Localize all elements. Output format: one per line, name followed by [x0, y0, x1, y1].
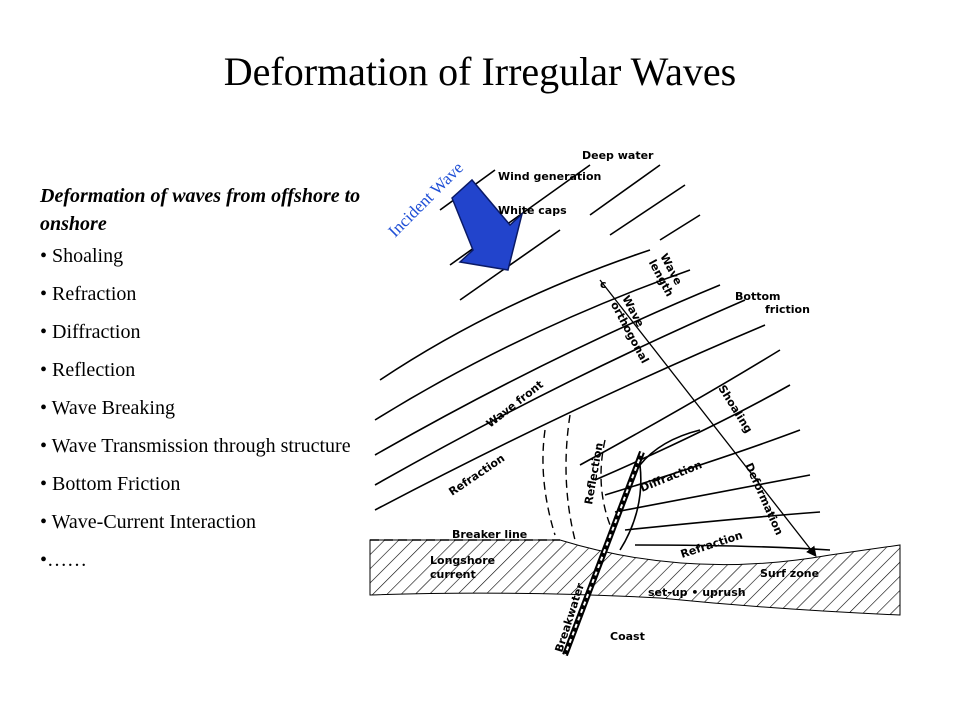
refracted-wave-fronts — [374, 249, 831, 551]
longshore-current-label: Longshore current — [430, 554, 499, 581]
wave-front — [624, 511, 821, 531]
wind-generation-label: Wind generation — [498, 170, 601, 183]
incident-wave-arrow — [451, 178, 524, 271]
bullet-item: • Refraction — [40, 283, 137, 305]
longshore-line-2: current — [430, 568, 476, 581]
bottom-friction-label: Bottom friction — [735, 290, 810, 316]
surf-zone-label: Surf zone — [760, 567, 819, 580]
wave-crest — [659, 214, 701, 241]
wave-front — [374, 284, 721, 456]
breakwater — [562, 450, 645, 657]
bullet-item: • Shoaling — [40, 245, 124, 267]
land-area — [369, 539, 901, 616]
diffraction-label: Diffraction — [638, 458, 704, 495]
deformation-label: Deformation — [742, 461, 785, 537]
wave-front — [379, 249, 651, 381]
reflection-curve — [600, 439, 611, 526]
slide-title: Deformation of Irregular Waves — [223, 49, 737, 94]
wave-crest — [589, 164, 661, 216]
diffraction-arcs — [619, 429, 701, 551]
bullet-item: • Wave-Current Interaction — [40, 511, 257, 533]
bullet-item: • Wave Breaking — [40, 397, 175, 419]
wave-front-label: Wave front — [484, 378, 546, 430]
reflection-curve — [542, 429, 556, 536]
diffraction-arc — [619, 464, 642, 551]
bottom-friction-line-2: friction — [765, 303, 810, 316]
reflection-curve — [565, 414, 576, 541]
shoaling-label: Shoaling — [715, 383, 755, 436]
wave-front — [374, 269, 691, 421]
diffraction-arc — [639, 429, 701, 466]
bullet-panel: Deformation of waves from offshore to on… — [40, 182, 370, 586]
wave-front — [579, 349, 781, 466]
refraction-lower-label: Refraction — [679, 529, 744, 561]
wave-deformation-diagram: Incident Wave Deep water Wind generation… — [369, 149, 901, 657]
wave-front — [374, 324, 766, 511]
wave-orthogonal-arrow — [599, 279, 817, 558]
deep-water-label: Deep water — [582, 149, 654, 162]
wave-front — [604, 429, 801, 496]
bullet-item: • Reflection — [40, 359, 136, 381]
bullet-list: • Shoaling • Refraction • Diffraction • … — [40, 244, 370, 572]
bullet-item: •…… — [40, 549, 88, 571]
bullet-item: • Wave Transmission through structure — [40, 435, 351, 457]
bottom-friction-line-1: Bottom — [735, 290, 780, 303]
wave-front — [374, 299, 746, 486]
wave-orthogonal-label: Wave orthogonal — [608, 293, 663, 365]
wave-front — [634, 544, 831, 551]
setup-uprush-label: set-up • uprush — [648, 586, 746, 599]
breaker-line-label: Breaker line — [452, 528, 527, 541]
bullet-item: • Diffraction — [40, 321, 141, 343]
wave-front — [614, 474, 811, 513]
longshore-line-1: Longshore — [430, 554, 495, 567]
white-caps-label: White caps — [498, 204, 567, 217]
coast-label: Coast — [610, 630, 645, 643]
wave-front — [594, 384, 791, 481]
celerity-c-label: c — [600, 278, 607, 291]
wave-length-label: Wave length — [646, 251, 688, 299]
bullet-item: • Bottom Friction — [40, 473, 181, 495]
wave-crest — [609, 184, 686, 236]
bullet-subtitle: Deformation of waves from offshore to on… — [40, 185, 361, 235]
reflection-curves — [542, 414, 611, 541]
